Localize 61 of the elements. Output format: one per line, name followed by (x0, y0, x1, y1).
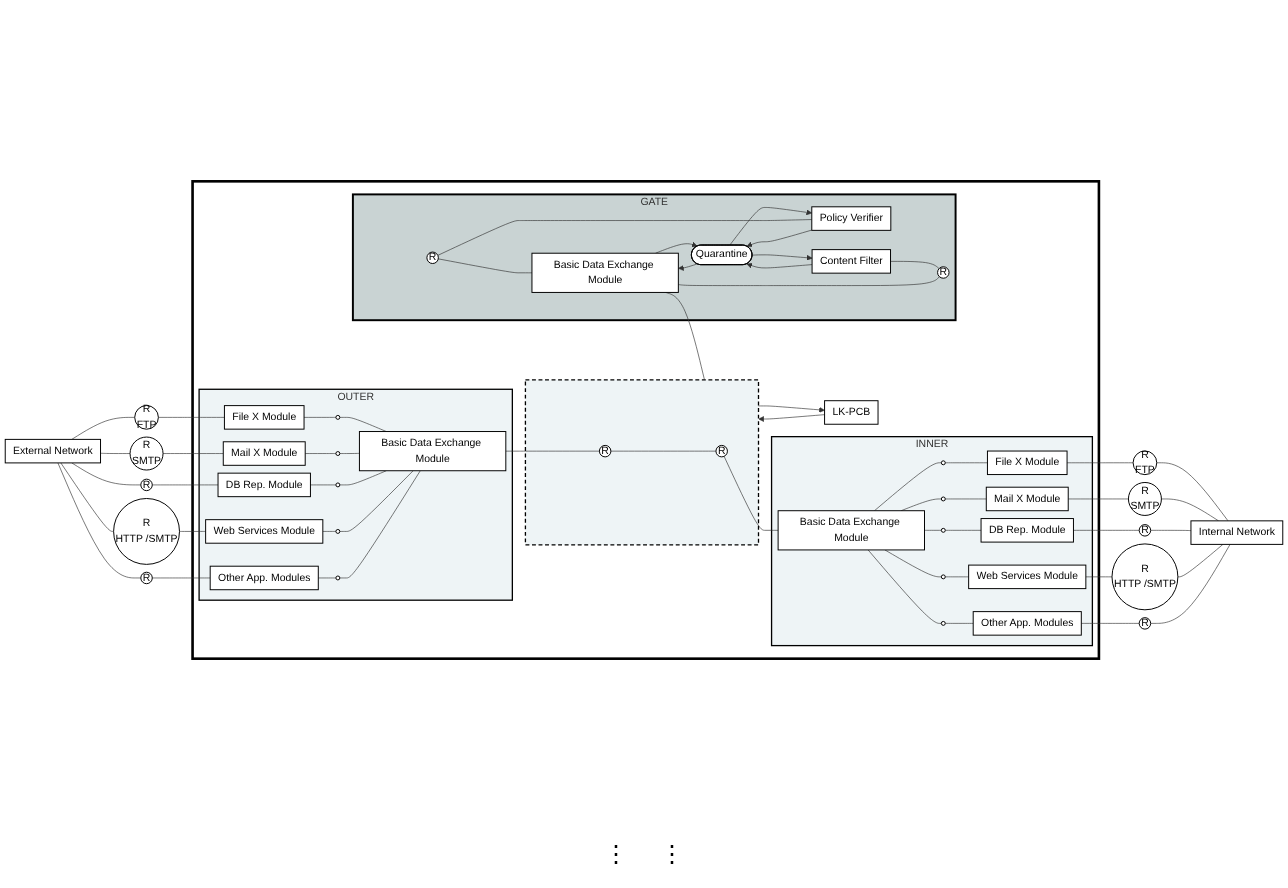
connector (900, 498, 942, 512)
node-circle (940, 620, 946, 626)
node-circle (335, 414, 341, 420)
connector (179, 531, 206, 532)
connector (304, 453, 337, 454)
connector (944, 623, 974, 624)
connector (924, 530, 942, 531)
connector (162, 453, 224, 454)
connector (610, 450, 717, 452)
connector (57, 462, 142, 579)
node-circle (335, 451, 341, 456)
connector (100, 452, 131, 454)
connector (437, 258, 533, 274)
connector (944, 576, 969, 578)
connector (505, 450, 600, 452)
connector (867, 549, 942, 624)
connector (1085, 576, 1113, 578)
connector (151, 577, 211, 579)
node-circle (335, 482, 341, 488)
connector (944, 462, 988, 464)
connector (890, 261, 940, 269)
connector (71, 417, 136, 440)
node-circle (335, 575, 341, 581)
connector (1150, 544, 1231, 624)
node-circle (940, 574, 946, 580)
connector (874, 462, 942, 512)
connector (310, 484, 337, 486)
node-circle (940, 527, 946, 533)
connector (1177, 544, 1224, 578)
connector (1156, 462, 1229, 522)
connector (1150, 530, 1192, 531)
connector (1067, 498, 1129, 500)
connector (1073, 530, 1140, 531)
ellipsis-mark: ⋮ (660, 840, 684, 868)
connector (339, 453, 360, 454)
connector (1161, 498, 1219, 522)
connector (665, 292, 705, 381)
connector (884, 549, 942, 578)
connector (339, 470, 387, 486)
connector (151, 484, 219, 486)
connector (1066, 462, 1134, 464)
connector (339, 470, 414, 532)
connector (71, 462, 142, 486)
node-circle (335, 529, 341, 534)
connector (339, 417, 387, 432)
connector (303, 417, 337, 418)
connector (723, 456, 779, 531)
connector (944, 530, 982, 531)
connector (944, 498, 987, 500)
connector (317, 577, 337, 579)
cluster (191, 180, 1101, 660)
cluster (524, 379, 760, 546)
node-circle (940, 460, 946, 466)
connector (158, 417, 225, 418)
connector (1080, 623, 1140, 624)
connector (322, 531, 337, 532)
connector (678, 276, 940, 286)
connector (339, 470, 421, 579)
node-circle (940, 496, 946, 502)
connector (60, 462, 114, 532)
ellipsis-mark: ⋮ (604, 840, 628, 868)
